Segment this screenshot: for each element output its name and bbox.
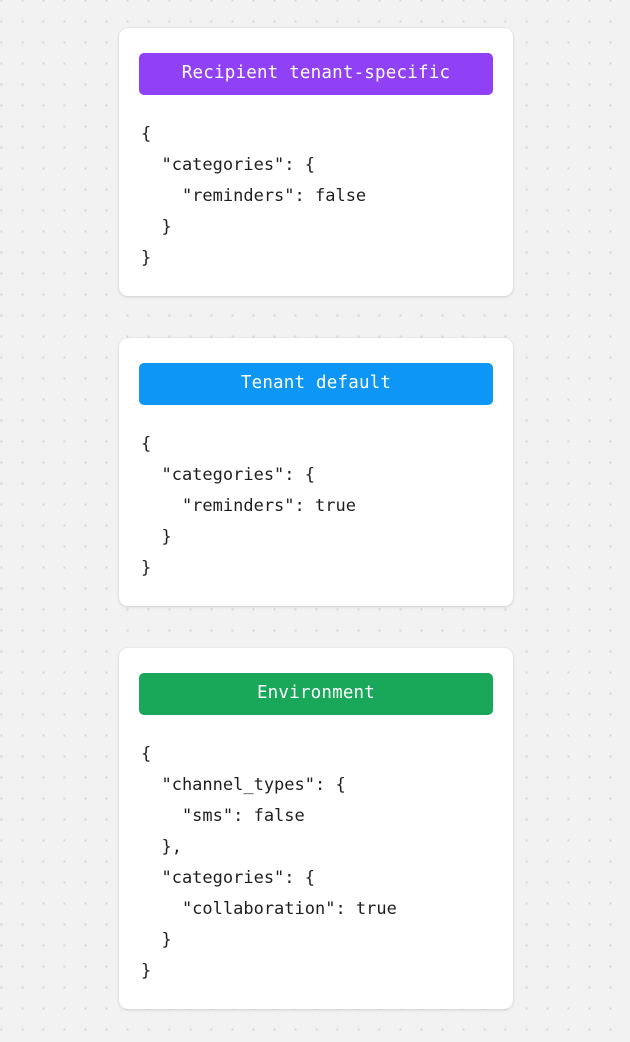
card-header-label: Tenant default (240, 373, 392, 394)
card-header-label: Recipient tenant-specific (181, 63, 451, 84)
card-tenant-default: Tenant default { "categories": { "remind… (119, 338, 513, 606)
card-code-block: { "channel_types": { "sms": false }, "ca… (141, 744, 397, 981)
card-environment: Environment { "channel_types": { "sms": … (119, 648, 513, 1009)
card-recipient-tenant-specific: Recipient tenant-specific { "categories"… (119, 28, 513, 296)
card-code-block: { "categories": { "reminders": false } } (141, 124, 367, 268)
card-header-tenant-default: Tenant default (139, 363, 493, 405)
preference-override-stack: Recipient tenant-specific { "categories"… (119, 28, 513, 1009)
card-header-recipient-tenant-specific: Recipient tenant-specific (139, 53, 493, 95)
card-header-environment: Environment (139, 673, 493, 715)
card-code-block: { "categories": { "reminders": true } } (141, 434, 356, 578)
card-header-label: Environment (256, 683, 376, 704)
